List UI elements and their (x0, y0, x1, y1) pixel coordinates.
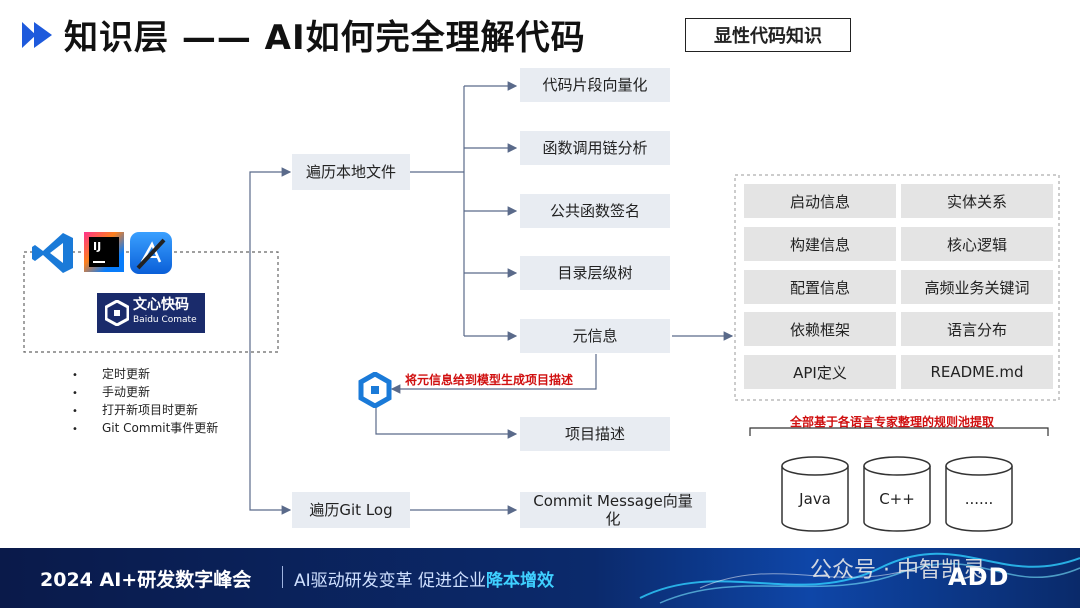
database-more-label: ...... (964, 490, 994, 508)
connector-lines (23, 81, 1060, 515)
add-logo: ADD (948, 563, 1010, 591)
xcode-icon (130, 232, 172, 274)
meta-cell-entity-relations: 实体关系 (901, 184, 1053, 218)
model-icon (358, 372, 392, 408)
footer-wave-decoration (639, 552, 1080, 604)
meta-cell-startup: 启动信息 (744, 184, 896, 218)
project-description-node: 项目描述 (520, 417, 670, 451)
section-tag: 显性代码知识 (685, 18, 851, 52)
title-arrow-icon (22, 22, 52, 48)
meta-cell-keywords: 高频业务关键词 (901, 270, 1053, 304)
call-chain-analysis-node: 函数调用链分析 (520, 131, 670, 165)
update-trigger-list: 定时更新 手动更新 打开新项目时更新 Git Commit事件更新 (72, 366, 218, 438)
meta-cell-config: 配置信息 (744, 270, 896, 304)
database-cpp-label: C++ (879, 490, 915, 508)
comate-logo-icon (105, 300, 129, 326)
list-item: Git Commit事件更新 (72, 420, 218, 438)
list-item: 定时更新 (72, 366, 218, 384)
rule-pool-note: 全部基于各语言专家整理的规则池提取 (790, 415, 995, 429)
public-function-signature-node: 公共函数签名 (520, 194, 670, 228)
code-snippet-vectorization-node: 代码片段向量化 (520, 68, 670, 102)
meta-cell-readme: README.md (901, 355, 1053, 389)
database-more (945, 456, 1013, 532)
meta-cell-dependencies: 依赖框架 (744, 312, 896, 346)
model-generation-note: 将元信息给到模型生成项目描述 (405, 373, 574, 387)
page-title: 知识层 —— AI如何完全理解代码 (64, 18, 586, 58)
meta-cell-language-distribution: 语言分布 (901, 312, 1053, 346)
footer-banner (0, 548, 1080, 608)
intellij-icon: IJ (84, 232, 124, 272)
list-item: 打开新项目时更新 (72, 402, 218, 420)
list-item: 手动更新 (72, 384, 218, 402)
baidu-comate-logo: 文心快码 Baidu Comate (97, 293, 205, 333)
footer-event-name: 2024 AI+研发数字峰会 (40, 569, 252, 591)
meta-cell-core-logic: 核心逻辑 (901, 227, 1053, 261)
commit-message-vectorization-node: Commit Message向量化 (520, 492, 706, 528)
database-java (781, 456, 849, 532)
directory-tree-node: 目录层级树 (520, 256, 670, 290)
database-cpp (863, 456, 931, 532)
vscode-icon (32, 233, 73, 273)
footer-slogan: AI驱动研发变革 促进企业降本增效 (294, 571, 555, 591)
footer-divider (282, 566, 283, 588)
meta-info-node: 元信息 (520, 319, 670, 353)
meta-cell-api: API定义 (744, 355, 896, 389)
traverse-git-log-node: 遍历Git Log (292, 492, 410, 528)
watermark-text: 公众号 · 中智凯灵 (810, 558, 985, 583)
traverse-local-files-node: 遍历本地文件 (292, 154, 410, 190)
meta-cell-build: 构建信息 (744, 227, 896, 261)
database-java-label: Java (799, 490, 831, 508)
